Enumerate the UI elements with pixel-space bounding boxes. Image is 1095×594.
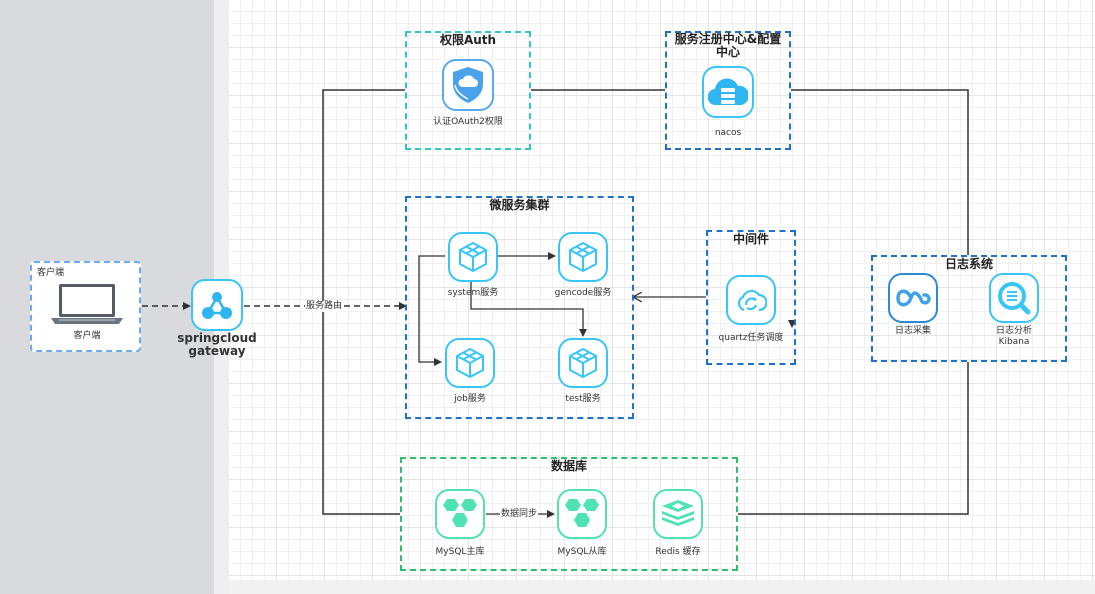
kibana-label-line1: 日志分析 xyxy=(995,326,1032,336)
sync-edge-label: 数据同步 xyxy=(500,509,539,520)
service-node-gencode[interactable]: gencode服务 xyxy=(543,232,623,299)
registry-title-line1: 服务注册中心&配置 xyxy=(674,32,782,46)
gateway-label-line1: springcloud xyxy=(177,331,257,345)
service-label: job服务 xyxy=(454,394,486,404)
service-node-test[interactable]: test服务 xyxy=(543,338,623,405)
cube-icon xyxy=(456,347,484,379)
share-nodes-icon xyxy=(202,292,232,319)
service-label: system服务 xyxy=(447,288,499,298)
shield-cloud-icon xyxy=(453,67,483,103)
cloud-server-icon xyxy=(708,78,748,106)
mysql-slave-node[interactable]: MySQL从库 xyxy=(542,489,622,558)
client-label: 客户端 xyxy=(73,331,101,341)
redis-node[interactable]: Redis 缓存 xyxy=(638,489,718,558)
redis-label: Redis 缓存 xyxy=(655,547,701,557)
gateway-node[interactable]: springcloud gateway xyxy=(176,279,258,358)
edge-system-job xyxy=(418,255,445,366)
log-collect-label: 日志采集 xyxy=(894,326,931,336)
middleware-title: 中间件 xyxy=(732,232,769,246)
mysql-slave-label: MySQL从库 xyxy=(557,547,607,557)
client-group[interactable]: 客户端 客户端 xyxy=(30,261,141,352)
service-label: gencode服务 xyxy=(554,288,612,298)
registry-title-line2: 中心 xyxy=(715,45,740,59)
mysql-master-node[interactable]: MySQL主库 xyxy=(420,489,500,558)
database-group[interactable]: 数据库 MySQL主库 MySQL从库 Redis 缓存 xyxy=(400,457,738,571)
search-list-icon xyxy=(998,282,1031,315)
mysql-master-label: MySQL主库 xyxy=(435,547,485,557)
cube-icon xyxy=(569,241,597,273)
infinity-loop-icon xyxy=(896,289,931,307)
nacos-label: nacos xyxy=(714,128,742,138)
route-edge-label: 服务路由 xyxy=(305,301,344,312)
stack-layers-icon xyxy=(662,500,694,526)
kibana-node[interactable]: 日志分析 Kibana xyxy=(979,273,1049,348)
horizontal-scrollbar[interactable] xyxy=(229,580,1095,594)
log-system-group[interactable]: 日志系统 日志采集 日志分析 Kibana xyxy=(871,255,1067,362)
edge-nacos-log xyxy=(791,89,969,255)
service-node-job[interactable]: job服务 xyxy=(430,338,510,405)
client-group-title: 客户端 xyxy=(37,268,65,278)
hexagon-cluster-icon xyxy=(443,499,477,527)
gateway-label-line2: gateway xyxy=(188,344,246,358)
log-collect-node[interactable]: 日志采集 xyxy=(883,273,943,337)
log-system-title: 日志系统 xyxy=(944,257,993,271)
cube-icon xyxy=(459,241,487,273)
laptop-icon xyxy=(51,284,123,324)
middleware-group[interactable]: 中间件 quartz任务调度 xyxy=(706,230,796,365)
microservices-title: 微服务集群 xyxy=(489,198,550,212)
auth-title: 权限Auth xyxy=(439,33,497,47)
auth-node-label: 认证OAuth2权限 xyxy=(433,117,503,127)
auth-group[interactable]: 权限Auth 认证OAuth2权限 xyxy=(405,31,531,150)
service-node-system[interactable]: system服务 xyxy=(433,232,513,299)
database-title: 数据库 xyxy=(550,459,587,473)
registry-group[interactable]: 服务注册中心&配置 中心 nacos xyxy=(665,31,791,150)
service-label: test服务 xyxy=(565,394,601,404)
cloud-sync-icon xyxy=(737,289,767,312)
hexagon-cluster-icon xyxy=(565,499,599,527)
quartz-label: quartz任务调度 xyxy=(718,333,784,343)
kibana-label-line2: Kibana xyxy=(998,337,1030,347)
edge-system-test xyxy=(470,282,587,337)
microservices-group[interactable]: 微服务集群 system服务 gencode服务 job服务 test服务 xyxy=(405,196,634,419)
cube-icon xyxy=(569,347,597,379)
edge-log-db xyxy=(738,362,969,515)
diagram-canvas[interactable] xyxy=(229,0,1095,580)
